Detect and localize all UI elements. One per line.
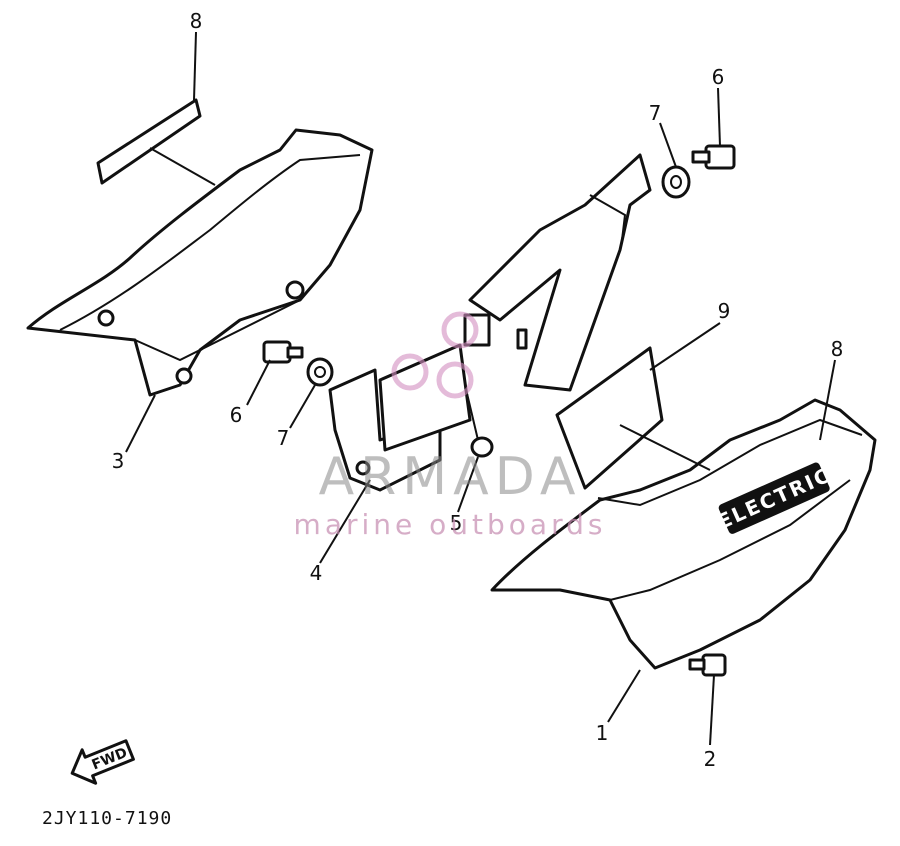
bolt-2 — [688, 653, 727, 677]
callout-2: 2 — [704, 747, 717, 771]
nut-5 — [470, 436, 494, 458]
drawing-code: 2JY110-7190 — [42, 808, 172, 829]
callout-6-right: 6 — [712, 65, 725, 89]
watermark-logo-mark — [391, 311, 479, 399]
bolt-6-left — [262, 340, 304, 364]
bolt-6-right — [691, 144, 736, 170]
side-cover-right: ELECTRIC — [490, 398, 877, 670]
callouts: 8 6 7 9 8 3 6 7 4 5 1 2 — [112, 9, 844, 771]
decal-strip-top — [96, 98, 202, 185]
callout-3: 3 — [112, 449, 125, 473]
callout-7-left: 7 — [277, 426, 290, 450]
callout-6-left: 6 — [230, 403, 243, 427]
decal-panel — [555, 346, 664, 490]
grommet-7-right — [661, 165, 691, 199]
callout-8-top: 8 — [190, 9, 203, 33]
fwd-arrow: FWD — [70, 739, 135, 785]
grommet-7-left — [306, 357, 334, 387]
callout-1: 1 — [596, 721, 609, 745]
watermark: ARMADA marine outboards — [294, 311, 607, 541]
callout-7-right: 7 — [649, 101, 662, 125]
callout-8-right: 8 — [831, 337, 844, 361]
bracket — [328, 313, 491, 492]
callout-4: 4 — [310, 561, 323, 585]
rear-frame — [468, 153, 652, 392]
watermark-brand: ARMADA — [319, 447, 582, 507]
watermark-tagline: marine outboards — [294, 508, 607, 541]
callout-9: 9 — [718, 299, 731, 323]
side-cover-left — [26, 128, 374, 397]
callout-5: 5 — [450, 511, 463, 535]
leader-lines — [125, 31, 836, 746]
